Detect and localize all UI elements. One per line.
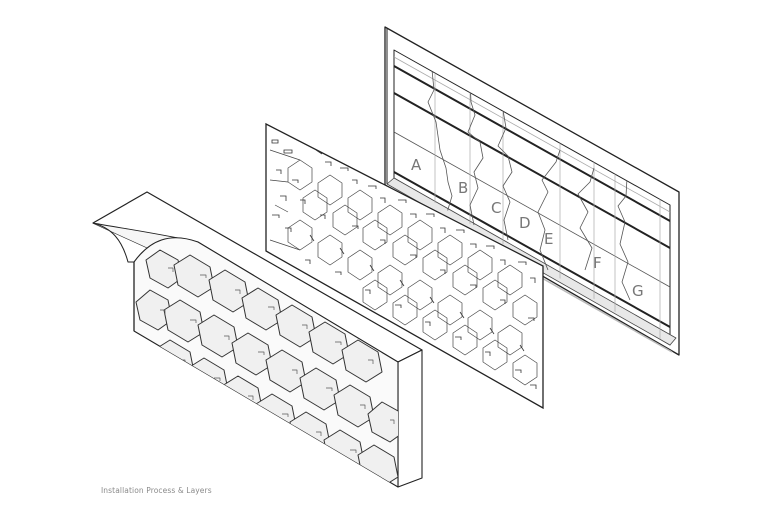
zone-label-e: E	[544, 230, 553, 248]
zone-label-c: C	[491, 199, 501, 217]
middle-pattern-layer	[265, 122, 544, 410]
zone-label-f: F	[593, 254, 602, 272]
zone-label-d: D	[519, 214, 531, 232]
zone-label-b: B	[458, 179, 468, 197]
front-sculpted-layer	[92, 191, 423, 488]
front-right-end	[397, 349, 423, 488]
zone-label-a: A	[411, 156, 422, 174]
middle-panel-outline	[265, 122, 544, 410]
diagram-caption: Installation Process & Layers	[101, 486, 212, 495]
zone-label-g: G	[632, 282, 644, 300]
zone-labels: A B C D E F G	[411, 156, 644, 300]
